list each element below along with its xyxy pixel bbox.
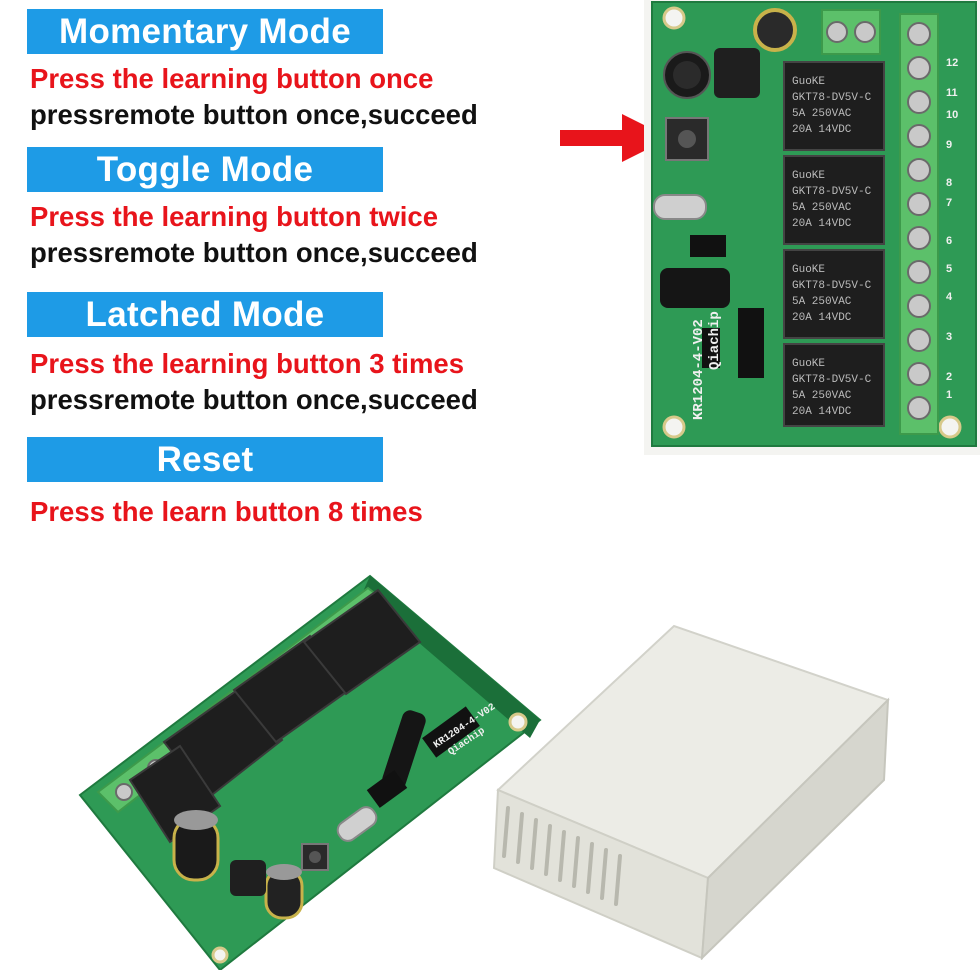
- relay-board-angled-view: KR1204-4-V02 Qiachip: [78, 574, 542, 970]
- relay-1-model: GKT78-DV5V-C: [792, 92, 872, 104]
- relay-3-rating-dc: 20A 14VDC: [792, 312, 852, 324]
- relay-1-brand: GuoKE: [792, 76, 825, 88]
- terminal-label-9: 9: [946, 139, 952, 151]
- terminal-label-12: 12: [946, 57, 958, 69]
- latched-step-1: Press the learning button 3 times: [30, 348, 464, 379]
- relay-3-brand: GuoKE: [792, 264, 825, 276]
- toggle-step-2: pressremote button once,succeed: [30, 237, 478, 268]
- terminal-label-10: 10: [946, 109, 958, 121]
- relay-2-brand: GuoKE: [792, 170, 825, 182]
- momentary-step-2: pressremote button once,succeed: [30, 99, 478, 130]
- plastic-enclosure-image: [492, 624, 890, 960]
- relay-2-model: GKT78-DV5V-C: [792, 186, 872, 198]
- reset-step-1: Press the learn button 8 times: [30, 496, 423, 527]
- relay-4-rating-dc: 20A 14VDC: [792, 406, 852, 418]
- relay-3-model: GKT78-DV5V-C: [792, 280, 872, 292]
- terminal-label-5: 5: [946, 263, 952, 275]
- relay-board-top-view: GuoKE GKT78-DV5V-C 5A 250VAC 20A 14VDC G…: [644, 0, 980, 455]
- momentary-mode-header: Momentary Mode: [27, 9, 383, 54]
- relay-4-model: GKT78-DV5V-C: [792, 374, 872, 386]
- terminal-label-6: 6: [946, 235, 952, 247]
- relay-1-rating-dc: 20A 14VDC: [792, 124, 852, 136]
- top-board-brand: Qiachip: [707, 311, 723, 370]
- toggle-mode-header: Toggle Mode: [27, 147, 383, 192]
- relay-1-rating-ac: 5A 250VAC: [792, 108, 852, 120]
- terminal-label-11: 11: [946, 87, 958, 99]
- reset-header: Reset: [27, 437, 383, 482]
- top-board-model: KR1204-4-V02: [691, 319, 707, 420]
- terminal-label-7: 7: [946, 197, 952, 209]
- terminal-label-4: 4: [946, 291, 953, 303]
- relay-4-rating-ac: 5A 250VAC: [792, 390, 852, 402]
- momentary-step-1: Press the learning button once: [30, 63, 434, 94]
- terminal-label-8: 8: [946, 177, 952, 189]
- terminal-label-1: 1: [946, 389, 952, 401]
- relay-4-brand: GuoKE: [792, 358, 825, 370]
- relay-3-rating-ac: 5A 250VAC: [792, 296, 852, 308]
- terminal-label-2: 2: [946, 371, 952, 383]
- toggle-step-1: Press the learning button twice: [30, 201, 438, 232]
- relay-2-rating-dc: 20A 14VDC: [792, 218, 852, 230]
- relay-2-rating-ac: 5A 250VAC: [792, 202, 852, 214]
- terminal-label-3: 3: [946, 331, 952, 343]
- latched-step-2: pressremote button once,succeed: [30, 384, 478, 415]
- latched-mode-header: Latched Mode: [27, 292, 383, 337]
